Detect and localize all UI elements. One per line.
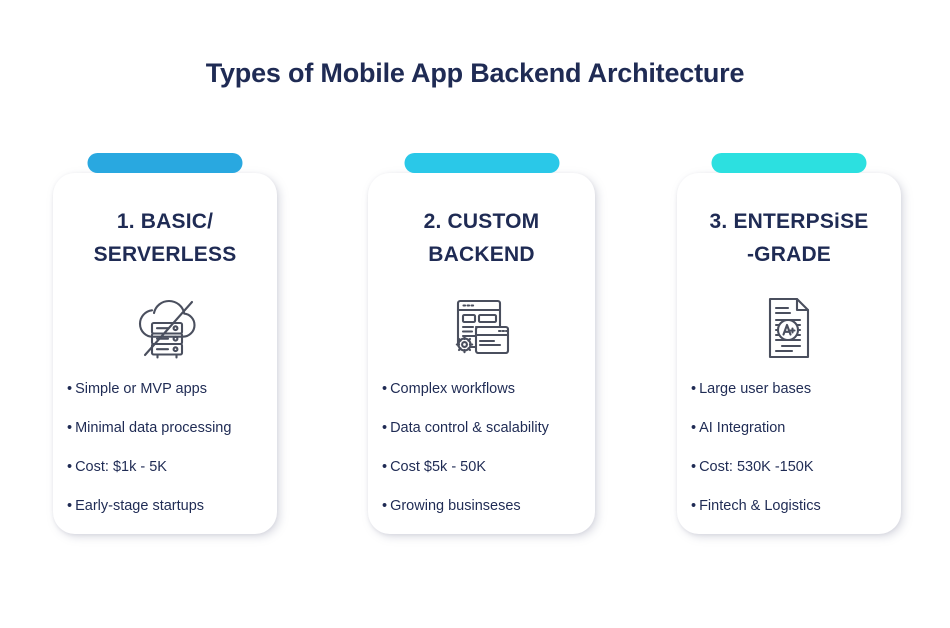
bullet-text: AI Integration — [699, 420, 786, 436]
bullet-text: Data control & scalability — [390, 420, 549, 436]
bullet-text: Fintech & Logistics — [699, 498, 821, 514]
card-pill-1 — [87, 153, 243, 173]
list-item: •Cost: $1k - 5K — [67, 458, 263, 477]
card-body-1: 1. BASIC/ SERVERLESS •Simpl — [53, 173, 277, 534]
card-bullets-2: •Complex workflows •Data control & scala… — [368, 380, 595, 516]
card-heading-2: 2. CUSTOM BACKEND — [368, 205, 595, 271]
card-custom-backend: 2. CUSTOM BACKEND — [368, 153, 595, 535]
bullet-text: Growing businseses — [390, 498, 521, 514]
list-item: •Fintech & Logistics — [691, 497, 887, 516]
card-pill-3 — [711, 153, 867, 173]
bullet-text: Simple or MVP apps — [75, 381, 207, 397]
card-heading-3-line1: 3. ENTERPSiSE — [709, 210, 869, 233]
card-heading-3-line2: -GRADE — [746, 243, 832, 266]
card-bullets-3: •Large user bases •AI Integration •Cost:… — [677, 380, 901, 516]
cards-container: 1. BASIC/ SERVERLESS •Simpl — [0, 153, 950, 553]
serverless-cloud-icon — [53, 295, 277, 361]
list-item: •Cost: 530K -150K — [691, 458, 887, 477]
list-item: •Growing businseses — [382, 497, 581, 516]
card-heading-3: 3. ENTERPSiSE -GRADE — [677, 205, 901, 271]
bullet-dot-icon: • — [67, 459, 73, 475]
bullet-dot-icon: • — [382, 381, 388, 397]
card-pill-2 — [404, 153, 559, 173]
bullet-text: Complex workflows — [390, 381, 515, 397]
bullet-dot-icon: • — [382, 498, 388, 514]
bullet-text: Early-stage startups — [75, 498, 205, 514]
bullet-text: Large user bases — [699, 381, 812, 397]
bullet-text: Cost $5k - 50K — [390, 459, 486, 475]
card-heading-1-line2: SERVERLESS — [93, 243, 237, 266]
bullet-dot-icon: • — [67, 420, 73, 436]
document-a-plus-icon — [677, 295, 901, 361]
card-heading-1-line1: 1. BASIC/ — [116, 210, 214, 233]
page-title: Types of Mobile App Backend Architecture — [205, 58, 745, 88]
bullet-dot-icon: • — [382, 459, 388, 475]
list-item: •Early-stage startups — [67, 497, 263, 516]
bullet-dot-icon: • — [691, 420, 697, 436]
list-item: •Cost $5k - 50K — [382, 458, 581, 477]
bullet-dot-icon: • — [382, 420, 388, 436]
browser-windows-gear-icon — [368, 295, 595, 361]
bullet-text: Cost: 530K -150K — [699, 459, 814, 475]
list-item: •AI Integration — [691, 419, 887, 438]
card-bullets-1: •Simple or MVP apps •Minimal data proces… — [53, 380, 277, 516]
bullet-dot-icon: • — [691, 459, 697, 475]
list-item: •Minimal data processing — [67, 419, 263, 438]
card-enterprise-grade: 3. ENTERPSiSE -GRADE •Large user bases •… — [677, 153, 901, 535]
list-item: •Large user bases — [691, 380, 887, 399]
bullet-text: Minimal data processing — [75, 420, 232, 436]
card-heading-2-line2: BACKEND — [428, 243, 535, 266]
list-item: •Simple or MVP apps — [67, 380, 263, 399]
bullet-dot-icon: • — [67, 381, 73, 397]
list-item: •Data control & scalability — [382, 419, 581, 438]
bullet-dot-icon: • — [691, 498, 697, 514]
card-body-3: 3. ENTERPSiSE -GRADE •Large user bases •… — [677, 173, 901, 534]
bullet-dot-icon: • — [67, 498, 73, 514]
card-heading-1: 1. BASIC/ SERVERLESS — [53, 205, 277, 271]
bullet-text: Cost: $1k - 5K — [75, 459, 167, 475]
card-heading-2-line1: 2. CUSTOM — [423, 210, 540, 233]
card-basic-serverless: 1. BASIC/ SERVERLESS •Simpl — [53, 153, 277, 535]
list-item: •Complex workflows — [382, 380, 581, 399]
card-body-2: 2. CUSTOM BACKEND — [368, 173, 595, 534]
bullet-dot-icon: • — [691, 381, 697, 397]
